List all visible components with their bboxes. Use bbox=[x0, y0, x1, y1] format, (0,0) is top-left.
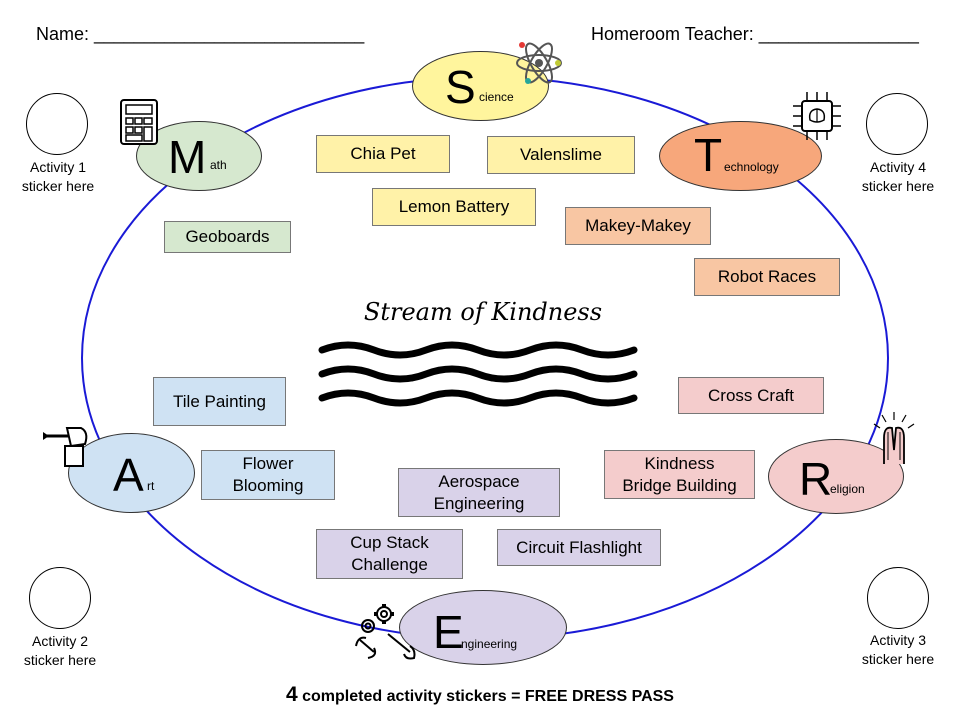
footer-text: completed activity stickers = FREE DRESS… bbox=[297, 688, 674, 705]
atom-icon bbox=[516, 42, 562, 84]
religion-letter: R bbox=[799, 453, 833, 505]
engineering-rest: ngineering bbox=[461, 637, 518, 651]
gear-wrench-icon bbox=[355, 604, 416, 660]
activity-robot-races: Robot Races bbox=[694, 258, 840, 296]
engineering-node: E ngineering bbox=[399, 590, 567, 665]
technology-node: T echnology bbox=[659, 121, 822, 191]
religion-rest: eligion bbox=[830, 482, 865, 496]
homeroom-teacher-field-label: Homeroom Teacher: ________________ bbox=[591, 24, 919, 44]
free-dress-pass-note: 4 completed activity stickers = FREE DRE… bbox=[0, 683, 960, 707]
activity-kindness-bridge-building: Kindness Bridge Building bbox=[604, 450, 755, 499]
sticker-label-activity-3: Activity 3 sticker here bbox=[843, 631, 953, 669]
calculator-icon bbox=[120, 99, 158, 145]
activity-cross-craft: Cross Craft bbox=[678, 377, 824, 414]
activity-geoboards: Geoboards bbox=[164, 221, 291, 253]
sticker-circle-activity-4[interactable] bbox=[866, 93, 928, 155]
technology-rest: echnology bbox=[724, 160, 779, 174]
art-node: A rt bbox=[68, 433, 195, 513]
activity-flower-blooming: Flower Blooming bbox=[201, 450, 335, 500]
wave-lines-icon bbox=[318, 341, 638, 407]
paintbrush-hand-icon bbox=[43, 427, 88, 467]
activity-circuit-flashlight: Circuit Flashlight bbox=[497, 529, 661, 566]
kindness-line1: Kindness bbox=[644, 453, 715, 473]
praying-hands-icon bbox=[873, 412, 915, 464]
kindness-line2: Bridge Building bbox=[622, 475, 737, 495]
sticker-circle-activity-3[interactable] bbox=[867, 567, 929, 629]
sticker-label-activity-4: Activity 4 sticker here bbox=[843, 158, 953, 196]
flower-blooming-line1: Flower bbox=[242, 454, 294, 473]
sticker-circle-activity-2[interactable] bbox=[29, 567, 91, 629]
sticker-3-line2: sticker here bbox=[861, 651, 935, 667]
sticker-1-line1: Activity 1 bbox=[29, 159, 86, 175]
engineering-letter: E bbox=[433, 606, 464, 658]
sticker-2-line1: Activity 2 bbox=[31, 633, 88, 649]
activity-aerospace-engineering: Aerospace Engineering bbox=[398, 468, 560, 517]
sticker-2-line2: sticker here bbox=[23, 652, 97, 668]
art-letter: A bbox=[113, 449, 144, 501]
stream-of-kindness-panel: Stream of Kindness bbox=[318, 290, 648, 430]
stream-title: Stream of Kindness bbox=[363, 298, 603, 326]
math-rest: ath bbox=[210, 158, 227, 172]
activity-lemon-battery: Lemon Battery bbox=[372, 188, 536, 226]
science-node: S cience bbox=[412, 51, 549, 121]
activity-valenslime: Valenslime bbox=[487, 136, 635, 174]
activity-chia-pet: Chia Pet bbox=[316, 135, 450, 173]
chip-brain-icon bbox=[793, 92, 841, 140]
religion-node: R eligion bbox=[768, 439, 904, 514]
flower-blooming-line2: Blooming bbox=[232, 476, 304, 495]
math-letter: M bbox=[168, 131, 207, 183]
activity-cup-stack-challenge: Cup Stack Challenge bbox=[316, 529, 463, 579]
sticker-4-line2: sticker here bbox=[861, 178, 935, 194]
sticker-circle-activity-1[interactable] bbox=[26, 93, 88, 155]
sticker-count: 4 bbox=[286, 683, 298, 706]
technology-letter: T bbox=[694, 129, 723, 181]
science-letter: S bbox=[445, 61, 476, 113]
sticker-1-line2: sticker here bbox=[21, 178, 95, 194]
sticker-3-line1: Activity 3 bbox=[869, 632, 926, 648]
sticker-label-activity-2: Activity 2 sticker here bbox=[5, 632, 115, 670]
aerospace-line2: Engineering bbox=[433, 493, 525, 513]
art-rest: rt bbox=[147, 479, 155, 493]
activity-makey-makey: Makey-Makey bbox=[565, 207, 711, 245]
cup-stack-line2: Challenge bbox=[351, 555, 428, 574]
name-field-label: Name: ___________________________ bbox=[36, 24, 365, 44]
cup-stack-line1: Cup Stack bbox=[350, 533, 429, 552]
activity-tile-painting: Tile Painting bbox=[153, 377, 286, 426]
sticker-label-activity-1: Activity 1 sticker here bbox=[3, 158, 113, 196]
sticker-4-line1: Activity 4 bbox=[869, 159, 926, 175]
science-rest: cience bbox=[479, 90, 514, 104]
aerospace-line1: Aerospace bbox=[438, 471, 520, 491]
